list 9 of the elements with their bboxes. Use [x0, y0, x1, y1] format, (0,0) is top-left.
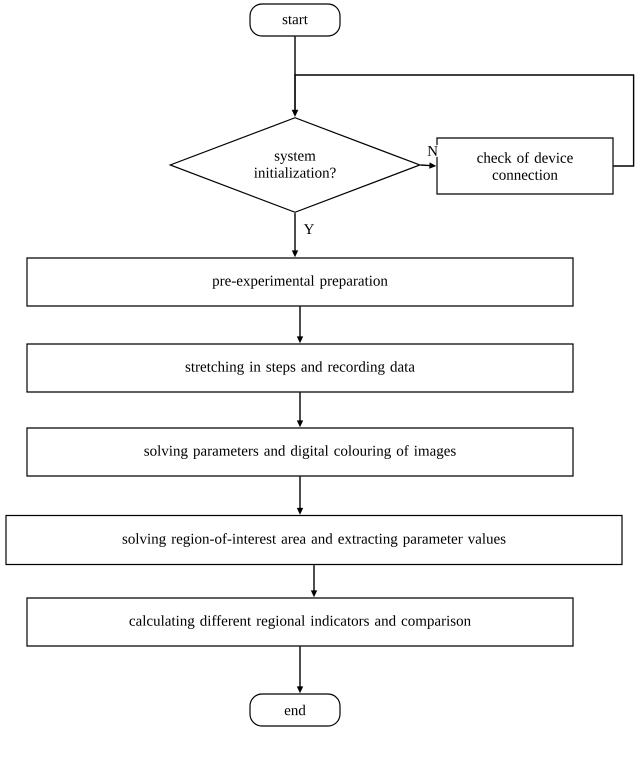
process-box: stretching in steps and recording data — [26, 343, 574, 393]
process-box: pre-experimental preparation — [26, 257, 574, 307]
process-box: calculating different regional indicators and comparison — [26, 597, 574, 647]
edge-label: Y — [302, 223, 316, 236]
terminal-box: end — [249, 693, 341, 727]
process-box: solving parameters and digital colouring of images — [26, 427, 574, 477]
edge-label: N — [426, 145, 440, 157]
terminal-box: start — [249, 3, 341, 37]
process-box: solving region-of-interest area and extracting parameter values — [5, 514, 623, 566]
